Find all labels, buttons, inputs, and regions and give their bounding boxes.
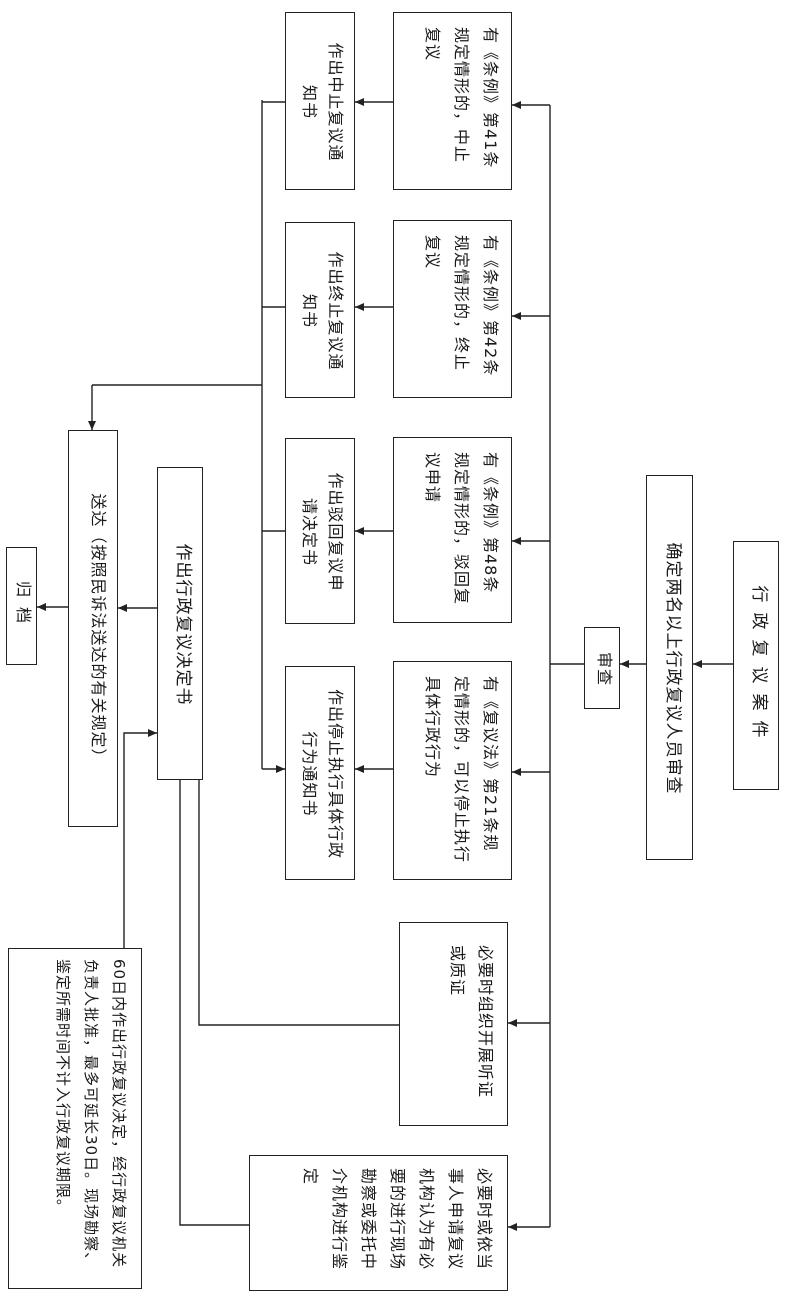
archive-text: 归档 bbox=[14, 580, 33, 633]
hearing-box: 必要时组织开展听证或质证 bbox=[399, 922, 508, 1126]
decision-box: 作出行政复议决定书 bbox=[157, 467, 203, 780]
art21-condition-text: 有《复议法》第21条规定情形的，可以停止执行具体行政行为 bbox=[423, 676, 500, 864]
reject-decision-box: 作出驳回复议申请决定书 bbox=[285, 438, 355, 624]
terminate-notice-text: 作出终止复议通知书 bbox=[300, 251, 345, 371]
art48-condition-text: 有《条例》第48条规定情形的，驳回复议申请 bbox=[423, 452, 500, 606]
arrow-hearing-to-decision bbox=[195, 700, 399, 1026]
deadline-note-box: 60日内作出行政复议决定，经行政复议机关负责人批准，最多可延长30日。现场勘察、… bbox=[8, 948, 142, 1289]
confirm-members-text: 确定两名以上行政复议人员审查 bbox=[663, 542, 683, 795]
case-title-box: 行政复议案件 bbox=[733, 541, 779, 790]
inspection-box: 必要时或依当事人申请复议机构认为有必要的进行现场勘察或委托中介机构进行鉴定 bbox=[249, 1155, 508, 1291]
art41-condition-text: 有《条例》第41条规定情形的，中止复议 bbox=[423, 27, 500, 169]
case-title-text: 行政复议案件 bbox=[749, 585, 769, 748]
deliver-box: 送达（按照民诉法送达的有关规定） bbox=[68, 430, 118, 827]
art42-condition-text: 有《条例》第42条规定情形的，终止复议 bbox=[423, 235, 500, 377]
suspend-notice-text: 作出中止复议通知书 bbox=[300, 42, 345, 162]
decision-text: 作出行政复议决定书 bbox=[173, 543, 193, 706]
arrow-inspection-to-decision bbox=[176, 700, 249, 1226]
review-box: 审查 bbox=[584, 627, 620, 709]
stop-exec-notice-box: 作出停止执行具体行政行为通知书 bbox=[285, 666, 355, 880]
archive-box: 归档 bbox=[6, 547, 37, 665]
hearing-text: 必要时组织开展听证或质证 bbox=[448, 945, 495, 1099]
suspend-notice-box: 作出中止复议通知书 bbox=[285, 12, 355, 190]
terminate-notice-box: 作出终止复议通知书 bbox=[285, 222, 355, 398]
reject-decision-text: 作出驳回复议申请决定书 bbox=[300, 472, 345, 592]
review-text: 审查 bbox=[595, 651, 614, 686]
art41-condition-box: 有《条例》第41条规定情形的，中止复议 bbox=[393, 12, 512, 190]
deliver-text: 送达（按照民诉法送达的有关规定） bbox=[89, 493, 108, 766]
confirm-members-box: 确定两名以上行政复议人员审查 bbox=[646, 475, 693, 860]
deadline-note-text: 60日内作出行政复议决定，经行政复议机关负责人批准，最多可延长30日。现场勘察、… bbox=[54, 959, 128, 1269]
inspection-text: 必要时或依当事人申请复议机构认为有必要的进行现场勘察或委托中介机构进行鉴定 bbox=[301, 1168, 494, 1271]
art48-condition-box: 有《条例》第48条规定情形的，驳回复议申请 bbox=[393, 437, 512, 623]
stop-exec-notice-text: 作出停止执行具体行政行为通知书 bbox=[300, 688, 345, 859]
art21-condition-box: 有《复议法》第21条规定情形的，可以停止执行具体行政行为 bbox=[393, 661, 512, 880]
arrow-deadline-to-decision bbox=[123, 729, 157, 948]
art42-condition-box: 有《条例》第42条规定情形的，终止复议 bbox=[393, 220, 512, 398]
